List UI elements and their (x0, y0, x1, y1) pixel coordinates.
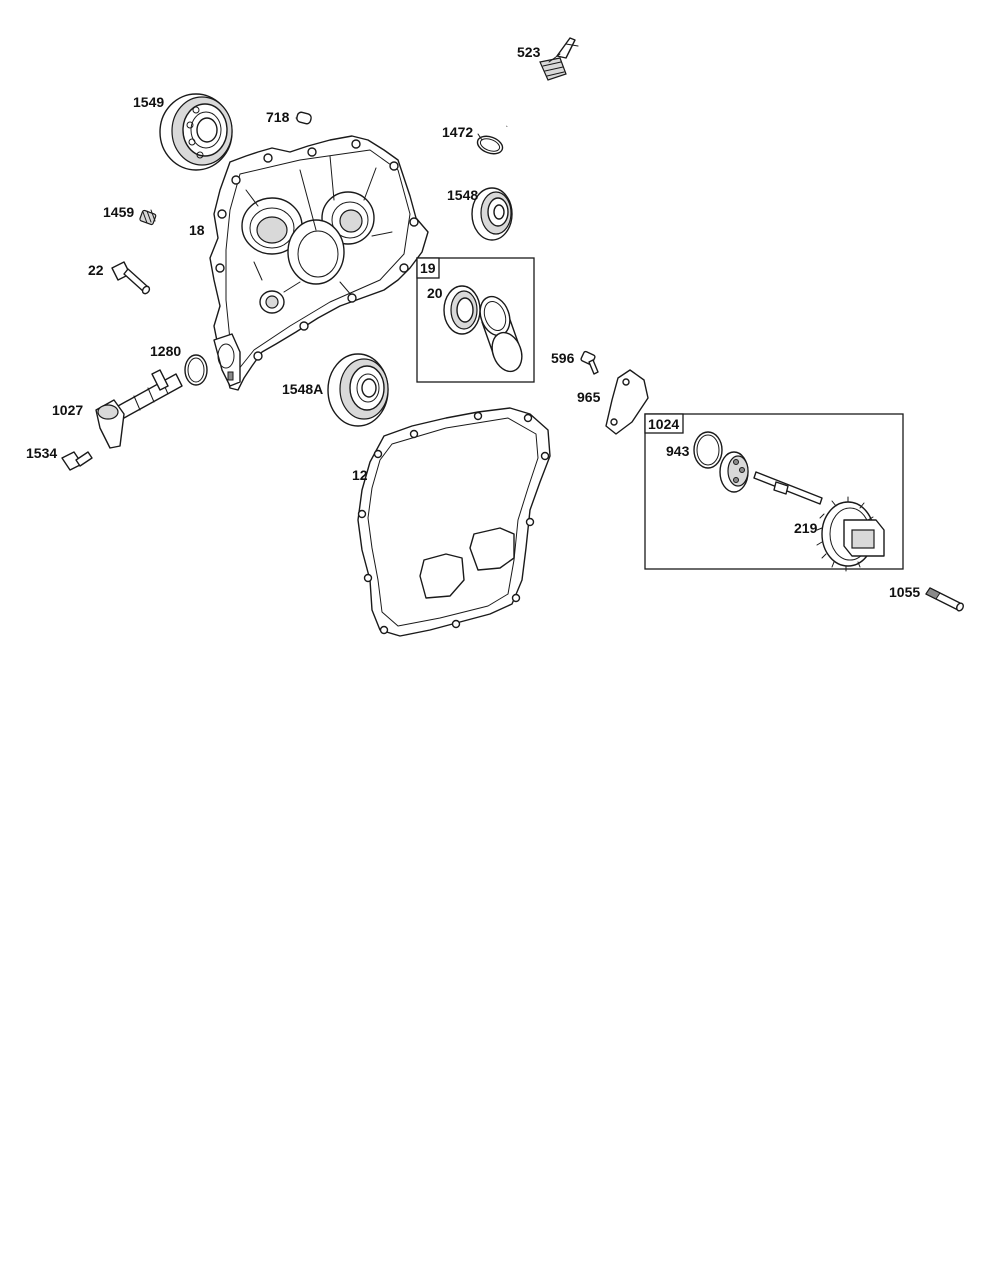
callout-1055[interactable]: 1055 (889, 584, 920, 600)
part-1549-bearing[interactable] (159, 93, 233, 171)
callout-18[interactable]: 18 (189, 222, 205, 238)
callout-523[interactable]: 523 (517, 44, 541, 60)
part-1548A-bearing[interactable] (327, 353, 389, 427)
part-219-gear[interactable] (816, 496, 885, 572)
callout-1027[interactable]: 1027 (52, 402, 83, 418)
callout-12[interactable]: 12 (352, 467, 368, 483)
callout-1549[interactable]: 1549 (133, 94, 164, 110)
callout-596[interactable]: 596 (551, 350, 575, 366)
callout-1280[interactable]: 1280 (150, 343, 181, 359)
part-20-oil-seal[interactable] (443, 285, 481, 335)
callout-219[interactable]: 219 (794, 520, 818, 536)
part-965-plate[interactable] (605, 369, 649, 435)
part-1024-pump-shaft[interactable] (753, 471, 823, 505)
part-1534-bolt[interactable] (61, 451, 93, 471)
callout-1024[interactable]: 1024 (648, 416, 679, 432)
kit-19-box (416, 257, 535, 383)
part-1055-pin[interactable] (925, 587, 965, 612)
part-19-sleeve[interactable] (475, 292, 527, 375)
callout-1548[interactable]: 1548 (447, 187, 478, 203)
part-523-dipstick[interactable] (505, 37, 579, 127)
callout-19[interactable]: 19 (420, 260, 436, 276)
part-1027-governor-shaft[interactable] (95, 369, 183, 449)
callout-1459[interactable]: 1459 (103, 204, 134, 220)
part-943-o-ring[interactable] (693, 431, 723, 469)
callout-20[interactable]: 20 (427, 285, 443, 301)
part-1280-o-ring[interactable] (184, 354, 208, 386)
part-22-bolt[interactable] (111, 261, 151, 295)
part-12-gasket[interactable] (357, 407, 551, 637)
part-718-dowel-pin[interactable] (296, 111, 312, 125)
callout-22[interactable]: 22 (88, 262, 104, 278)
part-1472-o-ring[interactable] (475, 133, 505, 157)
part-596-screw[interactable] (580, 350, 599, 375)
callout-718[interactable]: 718 (266, 109, 290, 125)
part-1459-plug[interactable] (139, 209, 157, 226)
callout-943[interactable]: 943 (666, 443, 690, 459)
part-1548-bearing[interactable] (471, 187, 513, 241)
callout-965[interactable]: 965 (577, 389, 601, 405)
callout-1472[interactable]: 1472 (442, 124, 473, 140)
part-18-crankcase-cover[interactable] (209, 135, 429, 391)
callout-1548A[interactable]: 1548A (282, 381, 323, 397)
part-1024-pump-rotor[interactable] (719, 451, 749, 493)
leader-lines (295, 53, 561, 141)
callout-labels: 523 1549 718 1472 1459 18 1548 22 19 20 … (26, 44, 920, 600)
kit-1024-box (644, 413, 904, 570)
callout-1534[interactable]: 1534 (26, 445, 57, 461)
